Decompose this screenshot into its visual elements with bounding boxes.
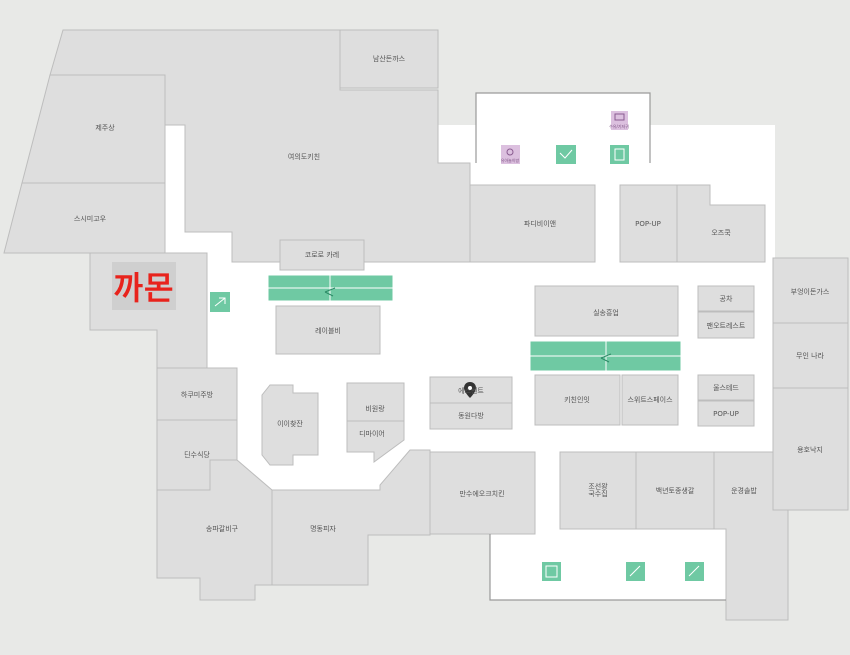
store-ojeung[interactable] [676,184,766,263]
store-namsan[interactable] [339,29,439,89]
label-beiyang: 비원랑 [365,404,385,413]
label-kicin: 키친인잇 [564,395,590,404]
nursing-room-icon[interactable]: 유아놀이방 [501,145,520,164]
label-ulsu: 울스테드 [713,384,739,392]
store-sijung[interactable] [534,285,679,337]
elevator-icon-south-2[interactable] [626,562,645,581]
store-isomin[interactable] [261,384,319,466]
store-hamiru[interactable] [156,367,238,421]
stairs-icon[interactable] [556,145,576,164]
amenity-label-nursing: 수유/기저귀 [609,123,629,129]
label-dangdong: 명동피자 [310,524,336,533]
store-mansu[interactable] [429,451,536,535]
label-dinsu: 딘수식당 [184,450,210,459]
label-namsan: 남산돈까스 [373,54,406,63]
store-diema[interactable] [346,420,405,463]
store-eungyeong[interactable] [713,451,789,621]
store-yongsu[interactable] [772,387,849,511]
store-gongcha[interactable] [697,285,755,312]
label-diema: 디마이어 [359,429,385,438]
store-korokarhi[interactable] [279,239,365,271]
label-muin: 무인 나라 [796,351,825,360]
store-kicin[interactable] [534,374,621,426]
store-songpa[interactable] [156,459,273,601]
store-labels: 남산돈까스 제주상 여의도키친 스시미고우 코로로 카레 레이블비 파디비이앤 … [74,54,830,533]
store-joseon[interactable] [559,451,637,530]
label-yongsu: 용호낙지 [797,445,823,454]
label-dongdong: 동원다방 [458,411,484,420]
elevator-icon-south-1[interactable] [542,562,561,581]
label-hamiru: 하쿠미주방 [181,390,214,399]
stairs-icon-south[interactable] [685,562,704,581]
store-baek[interactable] [635,451,715,530]
escalator-west[interactable] [267,274,394,302]
label-ethcent: 에스센트 [458,386,484,395]
escalator-east[interactable] [529,340,682,372]
escalator-tile-icon[interactable] [610,145,629,164]
elevator-icon[interactable] [210,292,230,312]
store-dongdong[interactable] [429,402,513,430]
store-muin[interactable] [772,322,849,389]
store-sweets[interactable] [621,374,679,426]
label-padi: 파디비이앤 [524,219,556,228]
label-korokarhi: 코로로 카레 [305,250,339,259]
label-bujong: 부엉이돈가스 [791,287,830,296]
label-rebidden: 레이블비 [315,326,341,335]
store-ulsu[interactable] [697,374,755,401]
store-bujong[interactable] [772,257,849,324]
label-jejusang: 제주상 [95,123,115,132]
restroom-icon[interactable]: 수유/기저귀 [609,111,629,130]
label-gongcha: 공차 [720,294,733,303]
outer-wall [475,92,726,601]
store-jejusang[interactable] [21,74,166,184]
label-ojeung: 오즈쿡 [711,229,731,237]
store-rebidden[interactable] [275,305,381,355]
amenity-label-kids: 유아놀이방 [501,157,520,163]
label-eungyeong: 운경솔밥 [731,486,757,495]
store-popup-top[interactable] [619,184,678,263]
highlighted-store-label[interactable]: 까몬 [112,262,176,310]
store-pan[interactable] [697,311,755,339]
label-popup-top: POP-UP [635,220,661,228]
label-sijung: 실송흥업 [593,308,619,317]
store-beiyang[interactable] [346,382,405,422]
location-pin-icon[interactable] [464,382,476,398]
label-yeoeuido: 여의도키친 [288,152,320,161]
store-popup-right[interactable] [697,400,755,427]
label-baek: 백년토종생갈 [656,486,695,495]
label-popup-right: POP-UP [713,410,739,418]
store-padi[interactable] [469,184,596,263]
label-sweets: 스위트스페이스 [627,395,673,404]
label-mansu: 만수에오크치킨 [459,489,504,498]
store-units [3,29,849,621]
label-isomin: 이이찾잔 [277,419,303,428]
label-pan: 팬오트레스트 [707,321,746,330]
label-songpa: 송파갈비구 [206,524,239,533]
label-sushi: 스시미고우 [74,214,107,223]
